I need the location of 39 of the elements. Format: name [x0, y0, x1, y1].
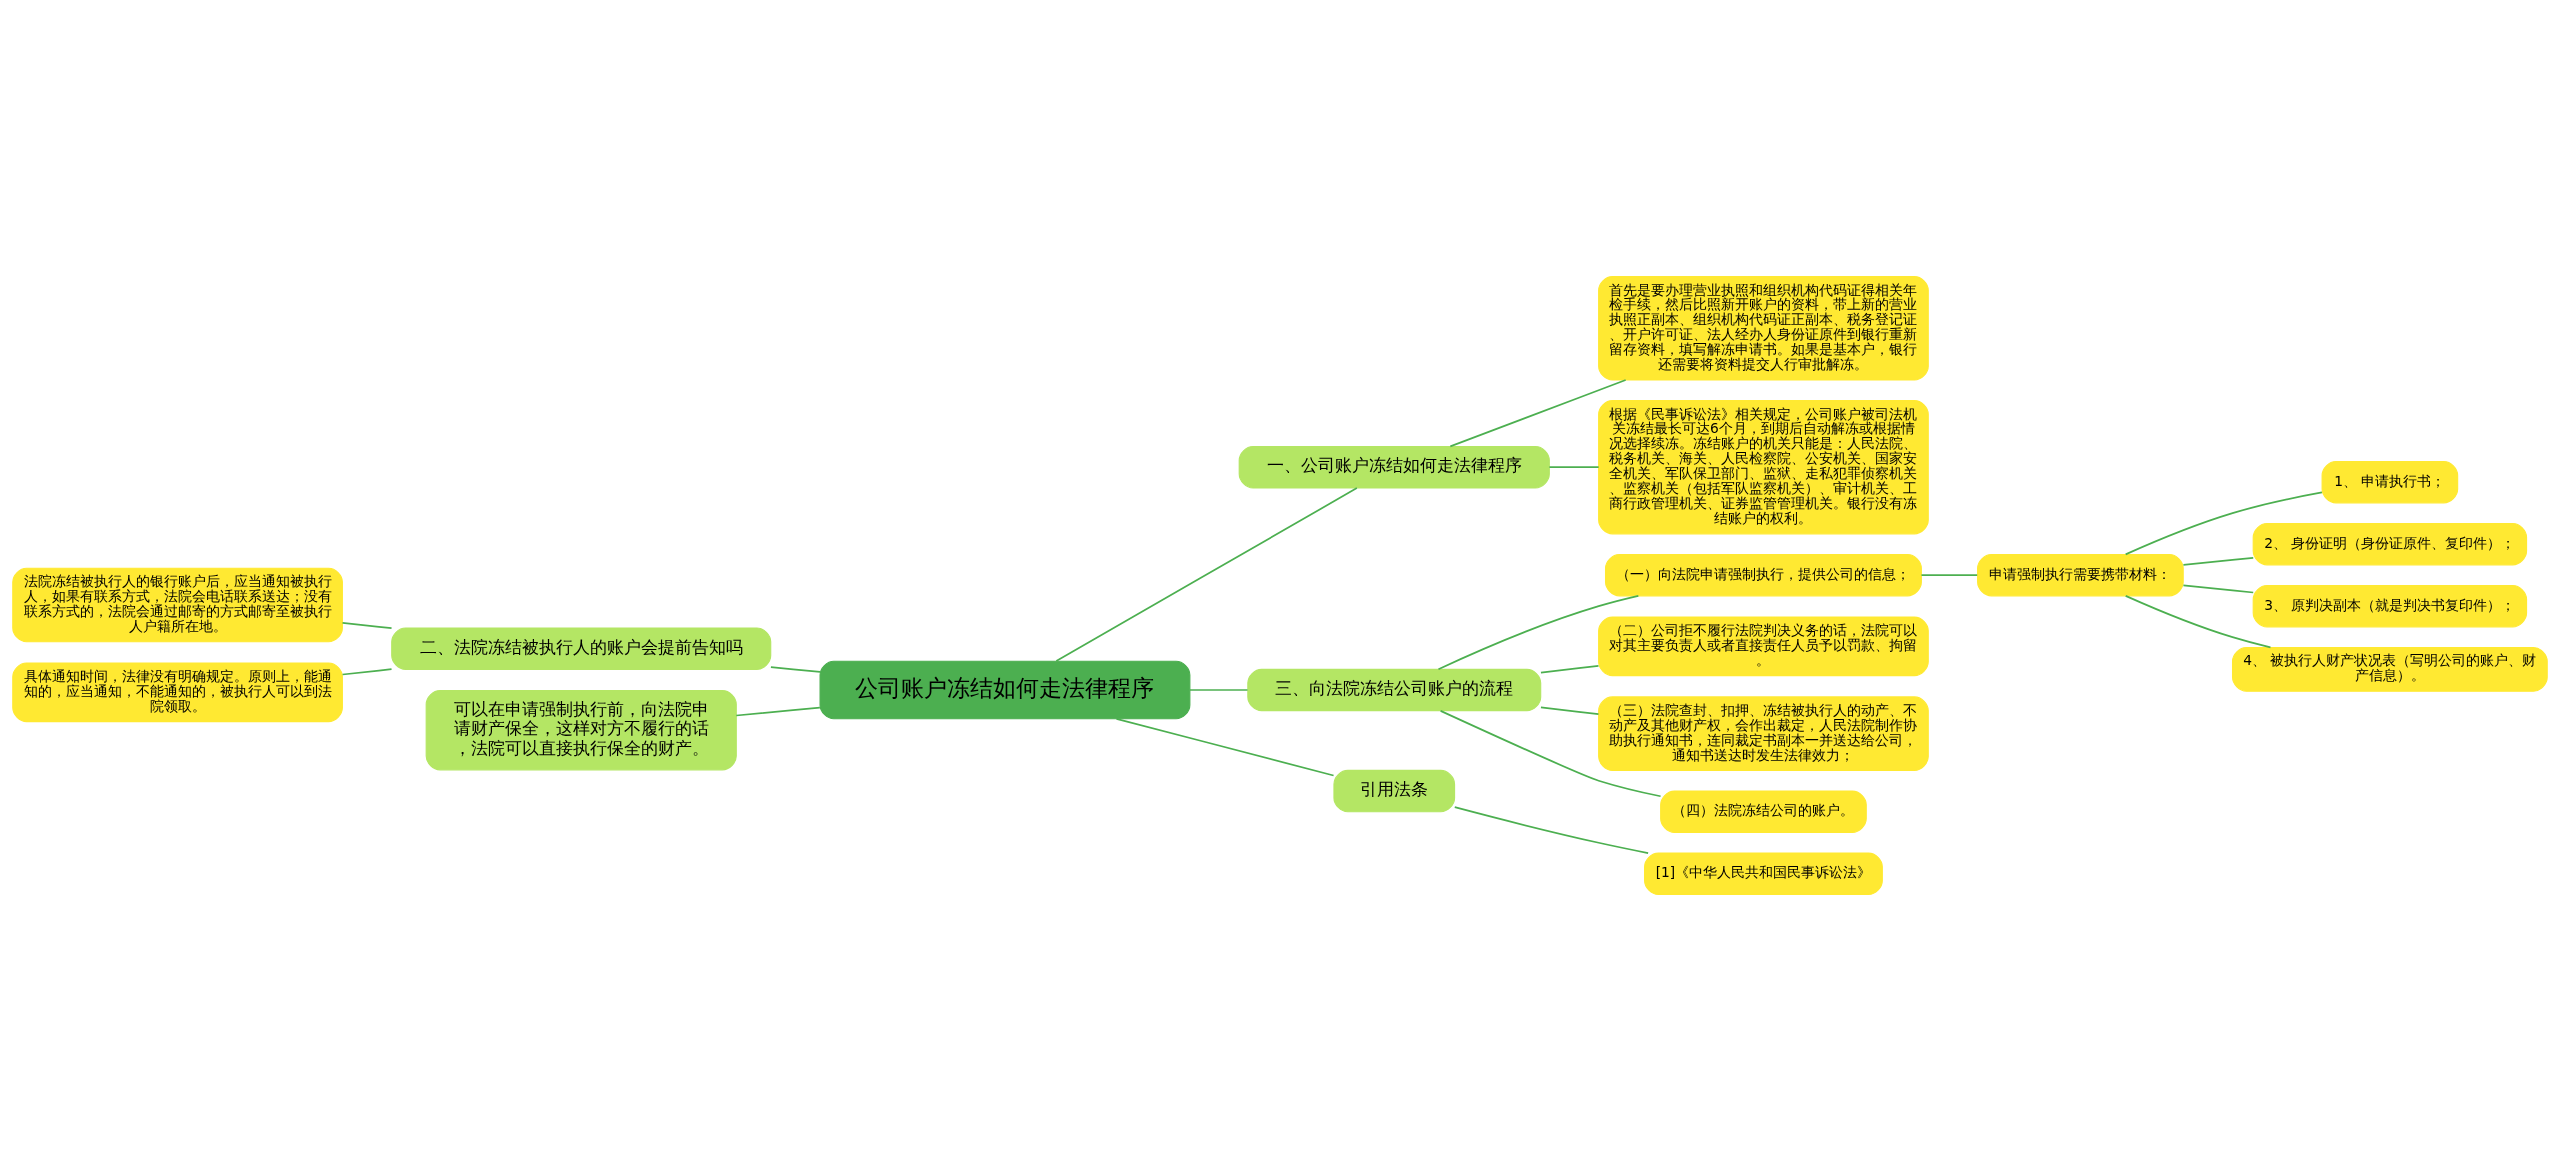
- node-box: （一）向法院申请强制执行，提供公司的信息；: [1605, 553, 1922, 597]
- node-box: 具体通知时间，法律没有明确规定。原则上，能通知的，应当通知，不能通知的，被执行人可以到法院领取。: [12, 662, 343, 723]
- node-box: （二）公司拒不履行法院判决义务的话，法院可以对其主要负责人或者直接责任人员予以罚款、拘留。: [1598, 616, 1929, 677]
- node-box: 可以在申请强制执行前，向法院申请财产保全，这样对方不履行的话，法院可以直接执行保全的财产。: [425, 690, 737, 771]
- node-box: 首先是要办理营业执照和组织机构代码证得相关年检手续，然后比照新开账户的资料，带上新的营业执照正副本、组织机构代码证正副本、税务登记证、开户许可证、法人经办人身份证原件到银行重新留存资料，填写解冻申请书。如果是基本户，银行还需要将资料提交人行审批解冻。: [1598, 276, 1929, 381]
- connector: [1189, 689, 1249, 691]
- node-box: 一、公司账户冻结如何走法律程序: [1238, 445, 1550, 489]
- connector: [2182, 584, 2255, 594]
- connector: [1449, 379, 1627, 448]
- node-box: 4、 被执行人财产状况表（写明公司的账户、财产信息）。: [2232, 646, 2548, 692]
- connector: [1920, 574, 1979, 576]
- node-box: [1]《中华人民共和国民事诉讼法》: [1644, 852, 1883, 895]
- connector: [1439, 710, 1662, 798]
- node-box: 引用法条: [1333, 769, 1456, 813]
- connector: [1115, 717, 1335, 777]
- node-box: （四）法院冻结公司的账户。: [1660, 790, 1867, 833]
- node-box: 三、向法院冻结公司账户的流程: [1247, 668, 1542, 712]
- connector: [2124, 595, 2272, 649]
- connector: [1540, 665, 1600, 674]
- node-box: 公司账户冻结如何走法律程序: [819, 660, 1191, 720]
- connector: [1453, 806, 1649, 854]
- connector: [341, 621, 393, 629]
- connector: [1055, 487, 1358, 662]
- node-box: 2、 身份证明（身份证原件、复印件）；: [2252, 522, 2528, 566]
- connector: [341, 668, 393, 676]
- node-box: 法院冻结被执行人的银行账户后，应当通知被执行人，如果有联系方式，法院会电话联系送达；没有联系方式的，法院会通过邮寄的方式邮寄至被执行人户籍所在地。: [12, 567, 343, 643]
- node-box: 根据《民事诉讼法》相关规定，公司账户被司法机关冻结最长可达6个月，到期后自动解冻或根据情况选择续冻。冻结账户的机关只能是：人民法院、税务机关、海关、人民检察院、公安机关、国家安全机关、军队保卫部门、监狱、走私犯罪侦察机关、监察机关（包括军队监察机关）、审计机关、工商行政管理机关、证券监管管理机关。银行没有冻结账户的权利。: [1598, 400, 1929, 535]
- connector: [1548, 466, 1600, 469]
- connector: [2182, 557, 2255, 566]
- node-box: （三）法院查封、扣押、冻结被执行人的动产、不动产及其他财产权，会作出裁定，人民法院制作协助执行通知书，连同裁定书副本一并送达给公司，通知书送达时发生法律效力；: [1598, 696, 1929, 771]
- node-box: 二、法院冻结被执行人的账户会提前告知吗: [391, 627, 772, 670]
- connector: [770, 666, 821, 673]
- connector: [735, 706, 821, 717]
- connector: [1540, 706, 1600, 715]
- connector: [1437, 595, 1640, 671]
- connector: [2124, 491, 2323, 556]
- node-box: 3、 原判决副本（就是判决书复印件）；: [2252, 584, 2528, 628]
- node-box: 1、 申请执行书；: [2321, 460, 2459, 504]
- node-box: 申请强制执行需要携带材料：: [1977, 553, 2184, 597]
